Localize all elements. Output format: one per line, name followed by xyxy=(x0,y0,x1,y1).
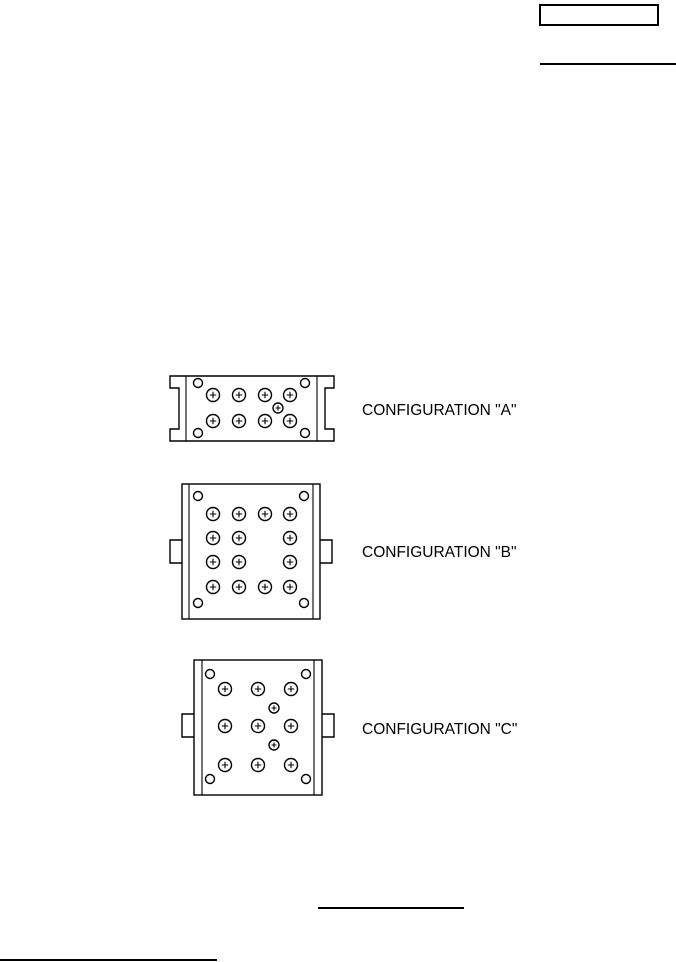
connector-b-tab-left xyxy=(169,539,182,564)
connector-b-tab-right xyxy=(320,539,333,564)
contact-pin xyxy=(257,387,273,403)
contact-pin xyxy=(250,681,266,697)
contact-pin xyxy=(257,413,273,429)
mounting-hole xyxy=(299,377,311,389)
contact-pin xyxy=(257,506,273,522)
contact-pin xyxy=(268,702,280,714)
contact-pin xyxy=(272,402,284,414)
mounting-hole xyxy=(204,668,216,680)
connector-c-tab-left xyxy=(181,713,194,738)
connector-b-body xyxy=(181,483,321,620)
connector-c-body xyxy=(193,659,323,796)
mounting-hole xyxy=(300,773,312,785)
connector-c-contacts xyxy=(217,681,299,773)
header-rule xyxy=(540,63,676,65)
mounting-hole xyxy=(300,668,312,680)
contact-pin xyxy=(282,530,298,546)
contact-pin xyxy=(205,554,221,570)
contact-pin xyxy=(231,579,247,595)
mounting-hole xyxy=(192,597,204,609)
mounting-hole xyxy=(192,427,204,439)
contact-pin xyxy=(250,757,266,773)
connector-configuration-b: CONFIGURATION "B" xyxy=(169,483,517,620)
configuration-a-label: CONFIGURATION "A" xyxy=(362,402,517,419)
connector-configuration-c: CONFIGURATION "C" xyxy=(181,659,517,796)
contact-pin xyxy=(205,387,221,403)
contact-pin xyxy=(231,413,247,429)
connector-c-tab-right xyxy=(322,713,335,738)
mounting-hole xyxy=(298,490,310,502)
contact-pin xyxy=(231,530,247,546)
contact-pin xyxy=(282,387,298,403)
contact-pin xyxy=(231,387,247,403)
contact-pin xyxy=(217,681,233,697)
connector-a-contacts xyxy=(205,387,298,429)
contact-pin xyxy=(250,718,266,734)
contact-pin xyxy=(205,579,221,595)
footer-rule xyxy=(318,907,464,909)
mounting-hole xyxy=(192,490,204,502)
contact-pin xyxy=(282,554,298,570)
mounting-hole xyxy=(298,597,310,609)
contact-pin xyxy=(217,718,233,734)
contact-pin xyxy=(268,739,280,751)
header-empty-box xyxy=(539,4,659,26)
connector-a-outline xyxy=(169,375,335,442)
contact-pin xyxy=(282,506,298,522)
contact-pin xyxy=(282,413,298,429)
mounting-hole xyxy=(299,427,311,439)
contact-pin xyxy=(205,530,221,546)
connector-configuration-a: CONFIGURATION "A" xyxy=(169,375,517,442)
connector-b-contacts xyxy=(205,506,298,595)
configuration-b-label: CONFIGURATION "B" xyxy=(362,544,517,561)
mounting-hole xyxy=(204,773,216,785)
configuration-c-label: CONFIGURATION "C" xyxy=(362,721,517,738)
contact-pin xyxy=(257,579,273,595)
contact-pin xyxy=(283,718,299,734)
contact-pin xyxy=(283,681,299,697)
contact-pin xyxy=(231,506,247,522)
footnote-rule xyxy=(0,959,217,961)
contact-pin xyxy=(283,757,299,773)
contact-pin xyxy=(217,757,233,773)
contact-pin xyxy=(231,554,247,570)
contact-pin xyxy=(205,506,221,522)
mounting-hole xyxy=(192,377,204,389)
contact-pin xyxy=(282,579,298,595)
contact-pin xyxy=(205,413,221,429)
